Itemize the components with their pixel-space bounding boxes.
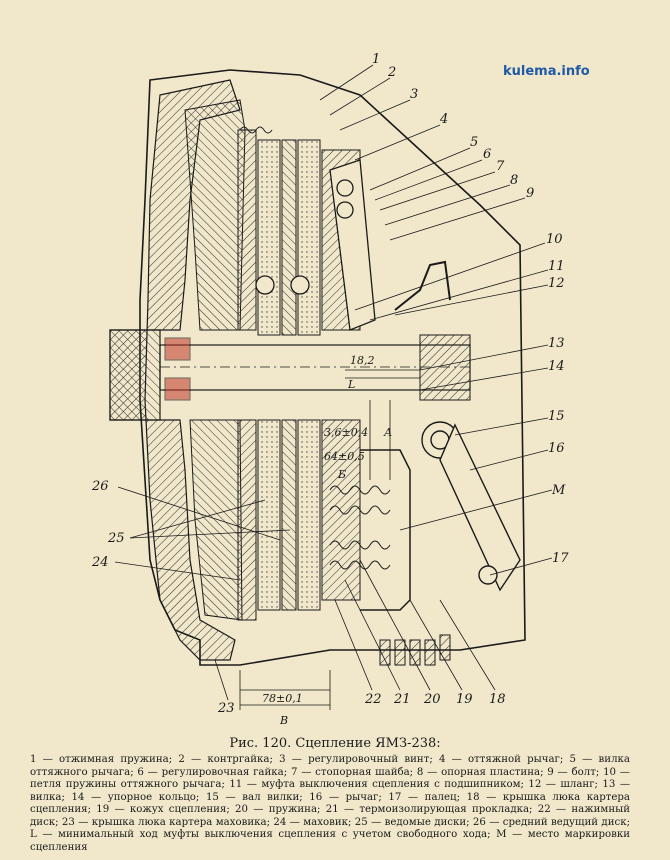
- callout-14: 14: [548, 359, 565, 374]
- legend-item: 23 — крышка люка картера маховика;: [61, 816, 274, 828]
- callout-22: 22: [364, 692, 382, 707]
- legend-item: 16 — рычаг;: [309, 791, 389, 803]
- legend-item: 20 — пружина;: [235, 804, 326, 815]
- dim-L: L: [347, 378, 355, 391]
- figure-caption: Рис. 120. Сцепление ЯМЗ-238:: [229, 736, 441, 751]
- callout-7: 7: [496, 159, 505, 174]
- watermark: kulema.info: [503, 64, 590, 79]
- callout-5: 5: [470, 135, 478, 150]
- dimension-labels: 18,2 L 3,6±0,4 64±0,5 Б А 78±0,1 В: [262, 354, 392, 727]
- dim-V: В: [279, 714, 288, 727]
- figure-legend: 1 — отжимная пружина; 2 — контргайка; 3 …: [30, 754, 630, 854]
- legend-item: 14 — упорное кольцо;: [71, 791, 206, 803]
- dim-B-cyr: Б: [337, 468, 346, 481]
- callout-25: 25: [107, 531, 125, 546]
- springs: [239, 126, 391, 570]
- callout-21: 21: [393, 692, 411, 707]
- callout-20: 20: [423, 692, 441, 707]
- legend-item: 25 — ведомые диски;: [354, 816, 473, 828]
- legend-item: 19 — кожух сцепления;: [96, 804, 236, 815]
- legend-item: 15 — вал вилки;: [205, 791, 310, 803]
- legend-item: 18 — крышка люка картера сцепления;: [30, 791, 630, 816]
- legend-item: 11 — муфта выключения сцепления с подшип…: [229, 779, 529, 790]
- legend-item: L — минимальный ход муфты выключения сце…: [30, 829, 497, 840]
- callout-8: 8: [510, 173, 518, 188]
- callout-15: 15: [548, 409, 565, 424]
- callout-M: М: [551, 483, 566, 498]
- clutch-drawing: 1 2 3 4 5 6 7 8 9 10 11 12 13 14 15 16 1…: [91, 52, 569, 727]
- dim-3-6: 3,6±0,4: [324, 426, 368, 439]
- callout-17: 17: [552, 551, 569, 566]
- callout-4: 4: [439, 112, 448, 127]
- callout-6: 6: [483, 147, 491, 162]
- legend-item: 12 — шланг;: [528, 779, 603, 790]
- legend-item: 9 — болт;: [547, 766, 604, 778]
- callout-2: 2: [387, 65, 396, 80]
- callout-12: 12: [548, 276, 565, 291]
- legend-item: 8 — опорная пластина;: [416, 766, 548, 778]
- legend-item: 13 — вилка;: [30, 779, 631, 803]
- release-lever: [255, 159, 376, 331]
- callout-1: 1: [372, 52, 380, 67]
- legend-item: 10 — петля пружины оттяжного рычага;: [30, 766, 630, 791]
- input-shaft: [109, 329, 471, 421]
- legend-item: 24 — маховик;: [273, 816, 355, 828]
- leader-lines: [114, 64, 553, 701]
- legend-item: 7 — стопорная шайба;: [290, 766, 417, 778]
- legend-item: 22 — нажимный диск;: [30, 804, 631, 828]
- dim-78: 78±0,1: [262, 692, 303, 705]
- callout-24: 24: [91, 555, 109, 570]
- callout-16: 16: [548, 441, 565, 456]
- clutch-housing: [139, 69, 526, 666]
- callout-13: 13: [548, 336, 565, 351]
- callout-26: 26: [91, 479, 109, 494]
- legend-item: 4 — оттяжной рычаг;: [438, 754, 570, 765]
- legend-item: 5 — вилка оттяжного рычага;: [30, 754, 630, 778]
- callout-23: 23: [217, 701, 235, 716]
- callout-18: 18: [489, 692, 506, 707]
- callout-9: 9: [526, 186, 534, 201]
- fork-lever: [421, 421, 521, 592]
- legend-item: М — место маркировки сцепления: [30, 829, 630, 853]
- dim-64: 64±0,5: [324, 450, 365, 463]
- callout-10: 10: [546, 232, 563, 247]
- legend-item: 1 — отжимная пружина;: [30, 754, 179, 765]
- legend-item: 6 — регулировочная гайка;: [137, 766, 291, 778]
- callout-labels: 1 2 3 4 5 6 7 8 9 10 11 12 13 14 15 16 1…: [91, 52, 569, 716]
- callout-11: 11: [548, 259, 565, 274]
- callout-19: 19: [456, 692, 473, 707]
- callout-3: 3: [410, 87, 418, 102]
- legend-item: 3 — регулировочный винт;: [279, 754, 439, 765]
- disc-pack: [237, 129, 321, 621]
- dim-18-2: 18,2: [350, 354, 375, 367]
- legend-item: 26 — средний ведущий диск;: [472, 816, 630, 828]
- dim-A: А: [383, 426, 392, 439]
- legend-item: 2 — контргайка;: [178, 754, 280, 765]
- legend-item: 21 — термоизолирующая прокладка;: [325, 804, 538, 815]
- legend-item: 17 — палец;: [388, 791, 467, 803]
